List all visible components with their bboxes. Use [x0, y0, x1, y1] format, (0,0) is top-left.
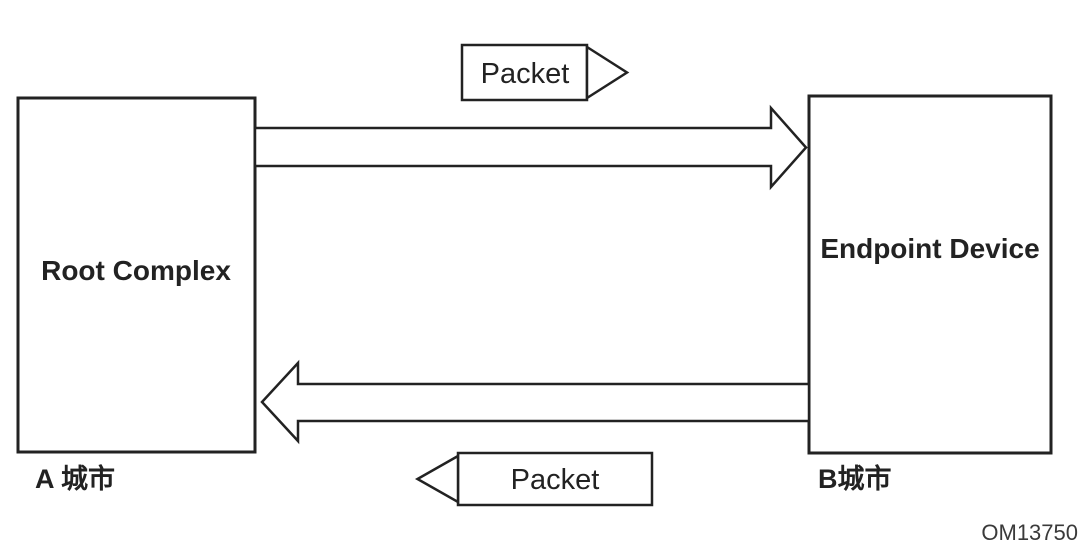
arrowhead-left-icon — [414, 453, 460, 505]
city-a-caption: A 城市 — [35, 463, 115, 494]
root-complex-label: Root Complex — [41, 255, 231, 286]
root-complex-node: Root Complex — [16, 96, 257, 454]
root-complex-box — [16, 96, 257, 454]
packet-sign-left-box — [456, 451, 654, 507]
packet-flow-arrow-left — [260, 359, 811, 445]
endpoint-device-box — [807, 94, 1053, 455]
packet-sign-left: Packet — [414, 451, 654, 507]
endpoint-device-label: Endpoint Device — [820, 233, 1039, 264]
city-b-caption: B城市 — [818, 463, 892, 494]
packet-flow-arrow-right — [253, 104, 808, 191]
packet-sign-right-label: Packet — [481, 58, 570, 90]
figure-id: OM13750 — [981, 520, 1078, 545]
packet-sign-right-box — [460, 43, 589, 102]
packet-sign-right: Packet — [460, 43, 630, 102]
packet-sign-left-label: Packet — [511, 464, 600, 496]
endpoint-device-node: Endpoint Device — [807, 94, 1053, 455]
arrowhead-right-icon — [585, 44, 630, 101]
